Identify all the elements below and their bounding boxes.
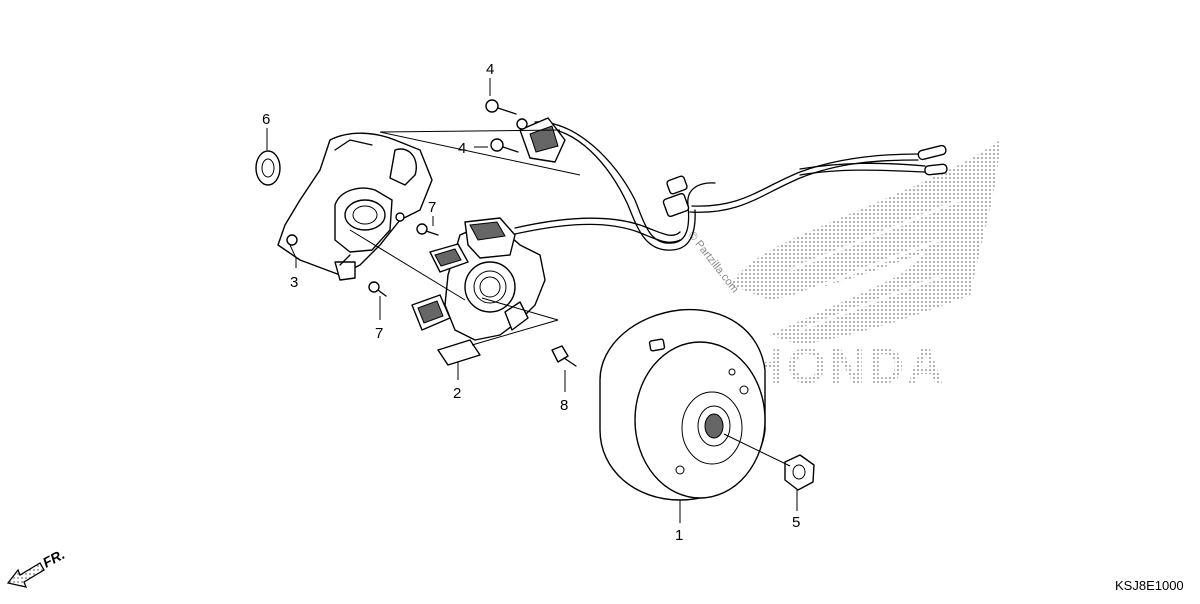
- front-label: FR.: [40, 546, 67, 571]
- leader-lines: [266, 78, 798, 523]
- callout-7-upper: 7: [428, 199, 436, 216]
- bolt-8: [551, 345, 577, 367]
- flywheel-part-1: [599, 308, 766, 501]
- front-direction-indicator: FR.: [6, 546, 67, 588]
- callout-1: 1: [675, 527, 683, 544]
- bolt-7-upper: [416, 223, 439, 236]
- wire-harness: [514, 121, 948, 251]
- diagram-code: KSJ8E1000: [1115, 578, 1184, 593]
- bolt-4-lower: [490, 138, 519, 153]
- honda-brand-watermark: HONDA: [748, 338, 946, 394]
- callout-4-upper: 4: [486, 61, 494, 78]
- callout-8: 8: [560, 397, 568, 414]
- stator-part-2: [349, 217, 559, 366]
- site-watermark: © Partzilla.com: [686, 229, 741, 295]
- callout-7-lower: 7: [375, 325, 383, 342]
- bolt-7-lower: [368, 281, 387, 297]
- honda-wing-watermark: [730, 140, 1000, 345]
- front-arrow-icon: [6, 562, 45, 588]
- pulse-generator: [379, 117, 581, 176]
- callout-2: 2: [453, 385, 461, 402]
- bolt-4-upper: [485, 99, 517, 115]
- callout-4-lower: 4: [458, 140, 466, 157]
- callout-6: 6: [262, 111, 270, 128]
- callout-5: 5: [792, 514, 800, 531]
- oil-seal-part-6: [255, 150, 281, 186]
- callout-3: 3: [290, 274, 298, 291]
- flange-nut-part-5: [723, 433, 815, 491]
- crankcase-cover-part-3: [277, 132, 433, 281]
